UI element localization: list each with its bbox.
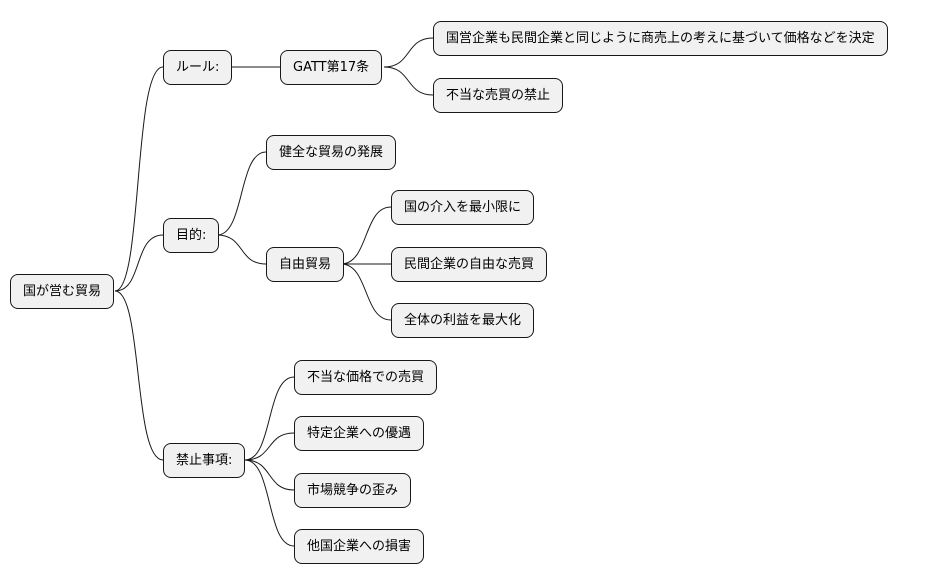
leaf-private-free-trade: 民間企業の自由な売買: [391, 247, 548, 282]
root-node: 国が営む貿易: [10, 274, 115, 309]
connector: [383, 66, 434, 96]
connector: [114, 66, 164, 292]
connector: [216, 234, 267, 265]
connector: [340, 263, 392, 321]
connector: [114, 290, 164, 461]
connector: [383, 37, 434, 68]
branch-prohibited: 禁止事項:: [163, 443, 246, 478]
connector: [114, 234, 164, 292]
node-free-trade: 自由貿易: [266, 247, 345, 282]
connector: [244, 432, 295, 461]
edge-root-to-purpose: [114, 234, 164, 292]
branch-purpose: 目的:: [163, 218, 220, 253]
leaf-state-enterprise-pricing: 国営企業も民間企業と同じように商売上の考えに基づいて価格などを決定: [433, 21, 888, 56]
connector: [244, 459, 295, 491]
leaf-favoring-specific-companies: 特定企業への優遇: [294, 416, 425, 451]
edge-root-to-rule: [114, 66, 164, 292]
leaf-market-competition-distortion: 市場競争の歪み: [294, 473, 412, 508]
leaf-unfair-trade-ban: 不当な売買の禁止: [433, 78, 564, 113]
connector: [244, 459, 295, 547]
edge-root-to-prohibited: [114, 290, 164, 461]
connector: [216, 151, 267, 236]
branch-rule: ルール:: [163, 50, 233, 85]
leaf-minimal-state-intervention: 国の介入を最小限に: [391, 190, 535, 225]
leaf-harm-to-foreign-companies: 他国企業への損害: [294, 529, 425, 564]
connector: [340, 206, 392, 265]
connector: [244, 376, 295, 461]
leaf-unfair-price-trade: 不当な価格での売買: [294, 360, 438, 395]
leaf-maximize-overall-benefit: 全体の利益を最大化: [391, 303, 535, 338]
node-gatt-article-17: GATT第17条: [280, 50, 383, 85]
leaf-healthy-trade-development: 健全な貿易の発展: [266, 135, 397, 170]
